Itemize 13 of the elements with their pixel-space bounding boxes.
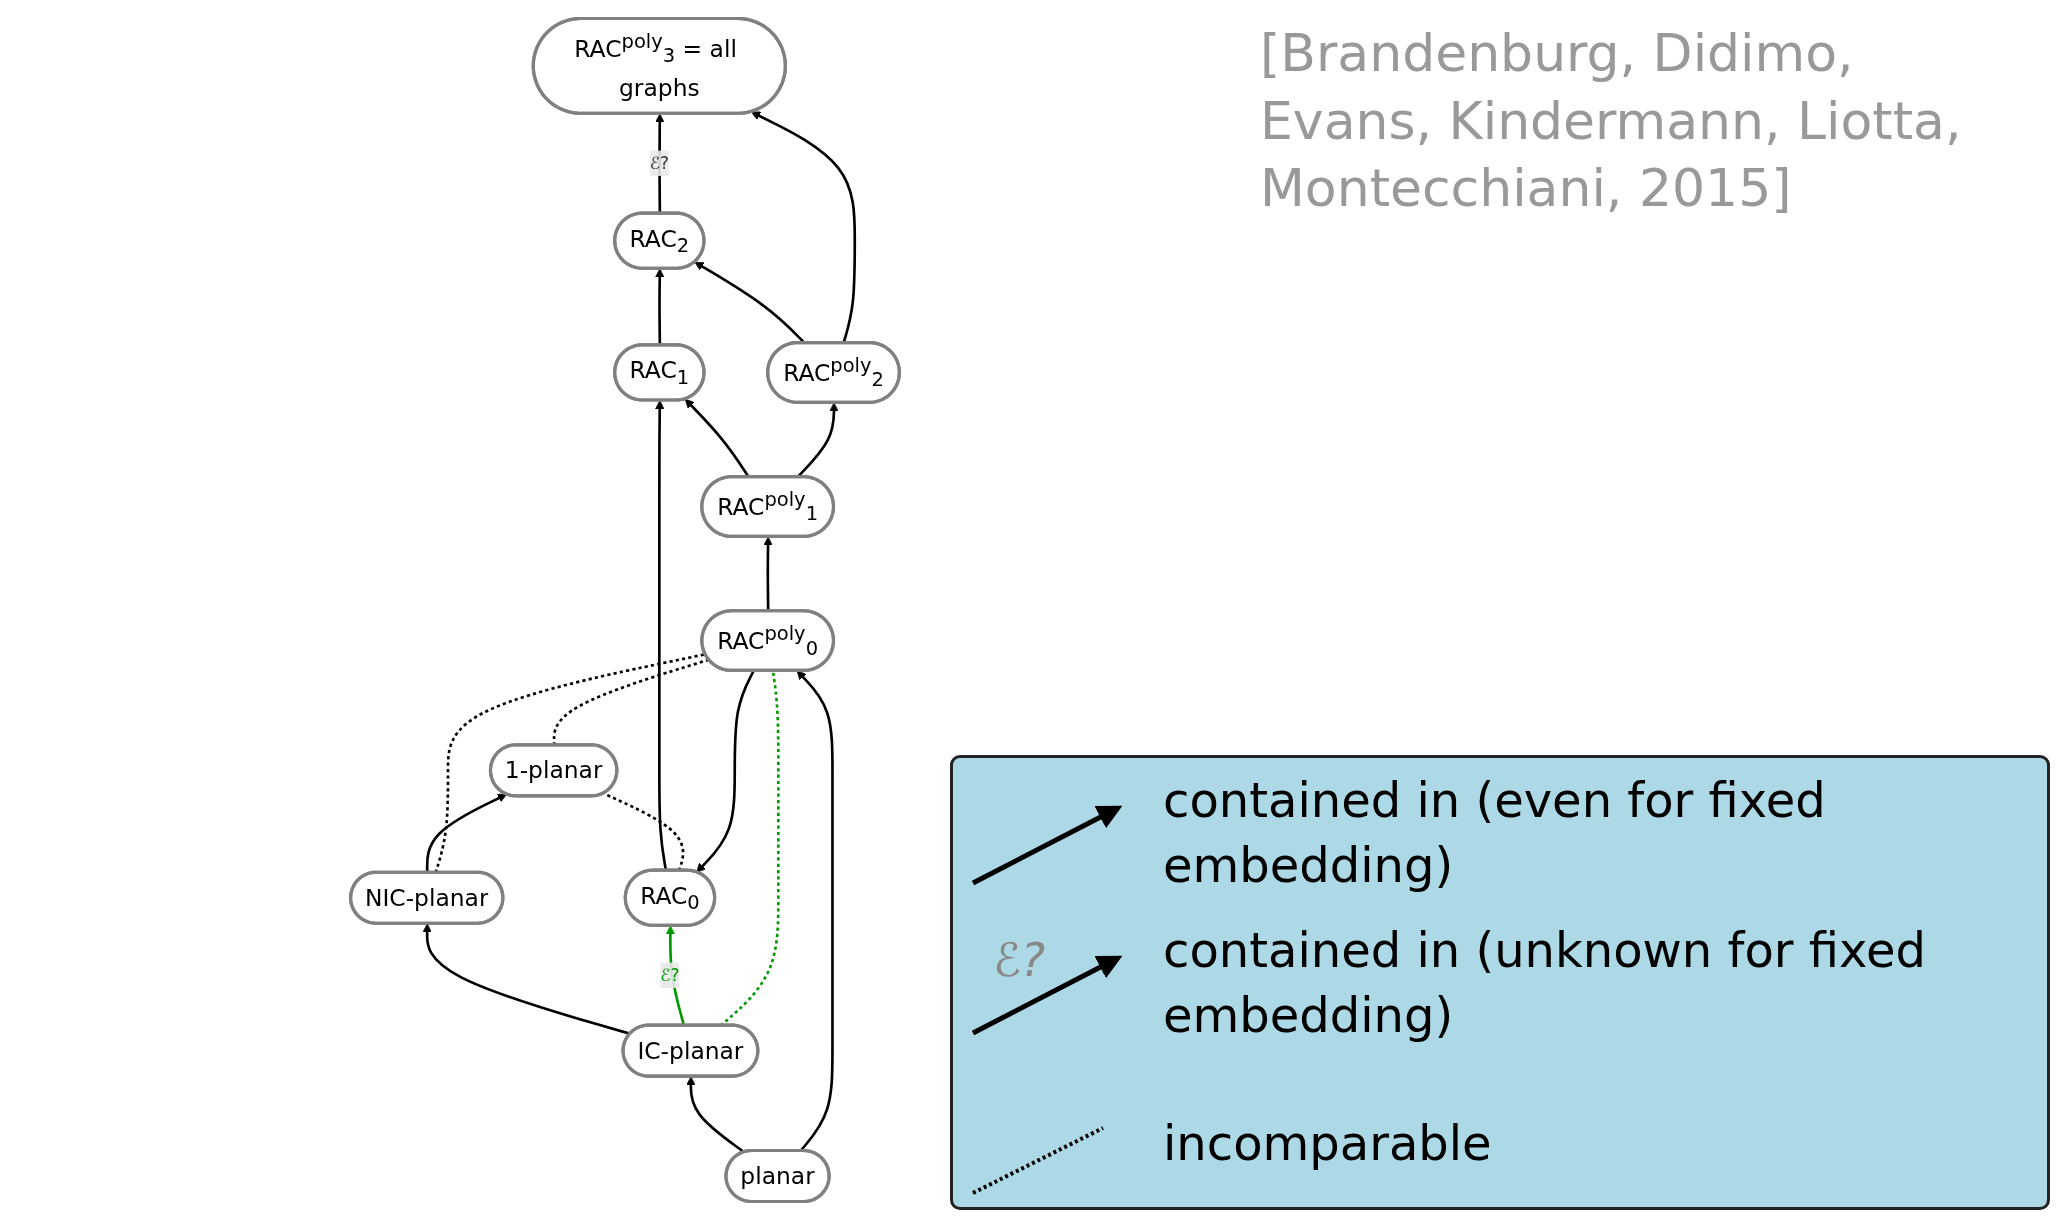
- connector: [552, 658, 710, 746]
- arrow: [655, 400, 668, 871]
- arrow: [425, 793, 508, 873]
- edge-label: ℰ?: [649, 152, 669, 173]
- legend-text: incomparable: [1163, 1113, 1492, 1173]
- citation-text: [Brandenburg, Didimo, Evans, Kindermann, Liotta, Montecchiani, 2015]: [1260, 22, 1963, 221]
- arrow: [686, 1076, 746, 1154]
- edge-label: ℰ?: [660, 964, 680, 985]
- legend-text: contained in (even for fixed embedding): [1163, 771, 1827, 895]
- arrow: [696, 670, 755, 873]
- arrow: [422, 923, 631, 1036]
- legend-symbol-label: ℰ?: [993, 933, 1046, 987]
- legend-text: contained in (unknown for fixed embedding): [1163, 921, 1927, 1045]
